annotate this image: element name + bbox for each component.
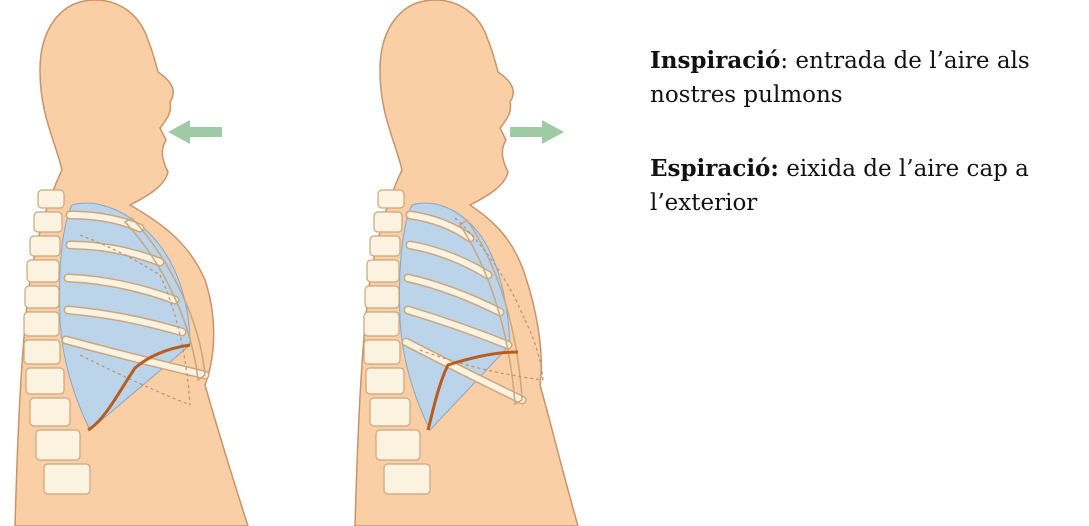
inspiration-term: Inspiració bbox=[650, 47, 780, 74]
expiration-term: Espiració: bbox=[650, 155, 779, 182]
inspiration-caption: Inspiració: entrada de l’aire als nostre… bbox=[650, 44, 1085, 112]
inspiration-figure bbox=[0, 0, 290, 526]
inspiration-separator: : bbox=[780, 48, 795, 74]
inspiration-illustration bbox=[0, 0, 290, 526]
expiration-caption: Espiració: eixida de l’aire cap a l’exte… bbox=[650, 152, 1085, 220]
arrow-right-icon bbox=[510, 120, 564, 144]
expiration-illustration bbox=[340, 0, 630, 526]
expiration-figure bbox=[340, 0, 630, 526]
arrow-left-icon bbox=[168, 120, 222, 144]
